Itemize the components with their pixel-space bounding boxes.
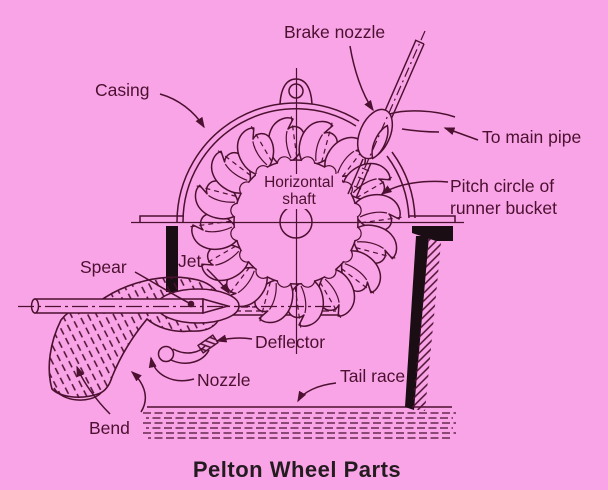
support-bar-left [166,226,178,292]
label-jet: Jet [178,251,202,271]
label-deflector: Deflector [255,332,326,352]
label-pitch-circle-line2: runner bucket [450,198,558,218]
leader-bend-2 [130,370,146,413]
label-to-main-pipe: To main pipe [482,127,582,147]
brake-nozzle-pipe [347,30,456,199]
leader-bend-1 [76,365,111,415]
leader-deflector [215,334,253,343]
leader-lines [76,45,479,415]
deflector-pivot [157,345,175,363]
leader-tail-race [297,382,337,403]
leader-pitch-circle [380,180,449,195]
leader-casing [159,93,205,129]
label-brake-nozzle: Brake nozzle [284,22,386,42]
diagram-title: Pelton Wheel Parts [192,457,402,482]
leader-nozzle [148,356,195,382]
leader-brake-nozzle [349,45,374,112]
label-nozzle: Nozzle [197,370,251,390]
label-spear: Spear [80,257,127,277]
label-horizontal-shaft-line1: Horizontal [264,174,334,191]
label-horizontal-shaft: Horizontal shaft [256,174,342,209]
leader-to-main-pipe [443,127,479,141]
tail-race-water [143,406,456,439]
main-pipe-stub [389,110,456,118]
label-casing: Casing [95,80,150,100]
bend-mouth [53,387,102,401]
support-column [405,226,453,411]
label-tail-race: Tail race [340,366,406,386]
leader-spear-dot [187,300,195,308]
label-pitch-circle: Pitch circle of runner bucket [450,175,557,219]
label-horizontal-shaft-line2: shaft [282,190,316,208]
deflector-plate [197,334,219,354]
leader-jet [206,268,230,295]
label-pitch-circle-line1: Pitch circle of [450,176,555,196]
leader-spear [134,271,190,304]
label-bend: Bend [89,418,130,438]
support-hatching [412,238,441,411]
